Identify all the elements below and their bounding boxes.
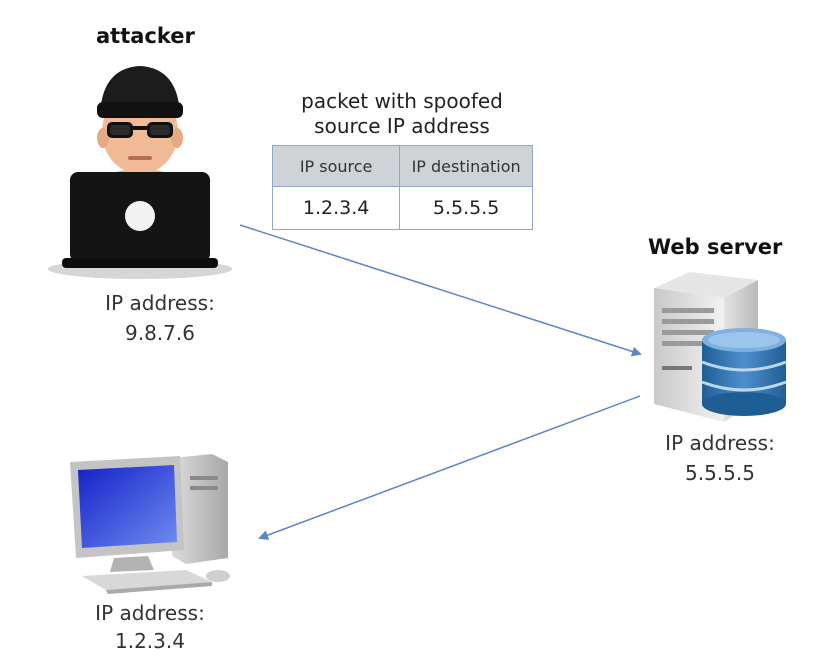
packet-table-header-row: IP source IP destination <box>271 145 533 187</box>
ip-source-header: IP source <box>271 145 401 187</box>
web-server-ip-label: IP address: <box>665 431 775 455</box>
ip-destination-header: IP destination <box>399 145 533 187</box>
packet-caption-line1: packet with spoofed <box>301 89 503 113</box>
packet-table: IP source IP destination 1.2.3.4 5.5.5.5 <box>271 145 533 230</box>
spoofed-request-arrow <box>239 224 642 357</box>
web-server-ip-value: 5.5.5.5 <box>685 461 755 485</box>
reflected-response-arrow <box>258 395 641 540</box>
desktop-computer-icon <box>70 454 230 594</box>
attacker-ip-value: 9.8.7.6 <box>125 321 195 345</box>
victim-ip-value: 1.2.3.4 <box>115 629 185 653</box>
packet-caption-line2: source IP address <box>314 114 490 138</box>
packet-table-row: 1.2.3.4 5.5.5.5 <box>271 186 533 230</box>
victim-ip-label: IP address: <box>95 601 205 625</box>
attacker-title: attacker <box>96 24 195 48</box>
server-with-database-icon <box>654 272 787 422</box>
attacker-ip-label: IP address: <box>105 291 215 315</box>
ip-destination-value: 5.5.5.5 <box>399 186 533 230</box>
hacker-with-laptop-icon <box>48 66 232 279</box>
ip-source-value: 1.2.3.4 <box>271 186 401 230</box>
web-server-title: Web server <box>648 235 783 259</box>
